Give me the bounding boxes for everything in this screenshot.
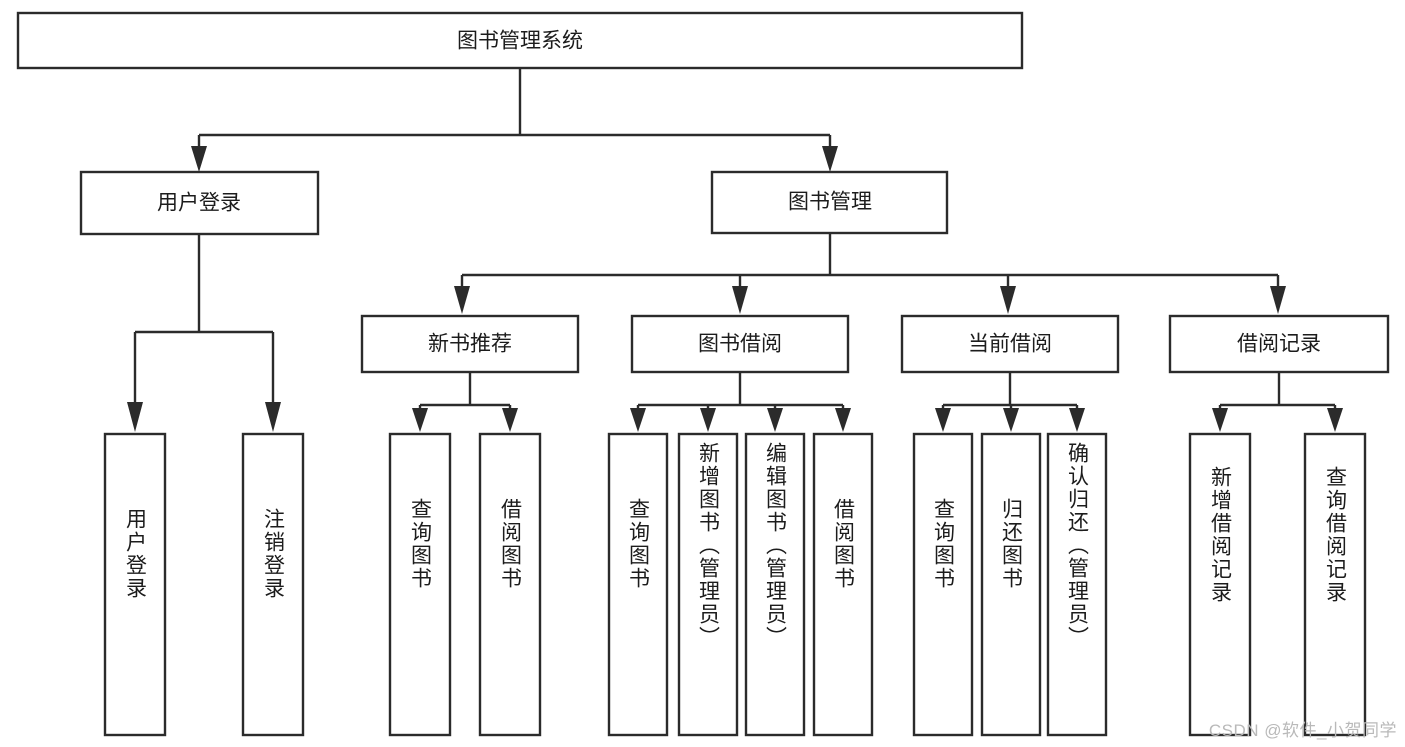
- leaf-box-borrow-book-newbook[interactable]: [478, 432, 542, 737]
- leaf-box-query-book-current[interactable]: [912, 432, 974, 737]
- node-user-login-box[interactable]: [79, 170, 320, 236]
- leaf-box-borrow-book[interactable]: [812, 432, 874, 737]
- arrow-head-leaf-7: [835, 408, 851, 432]
- node-book-management-label: 图书管理: [788, 191, 872, 214]
- node-new-book-recommend-box[interactable]: [360, 314, 580, 374]
- node-book-borrow-label: 图书借阅: [698, 333, 782, 356]
- arrow-head-current: [1000, 286, 1016, 314]
- connectors-group: [127, 68, 1343, 432]
- arrow-head-leaf-0: [127, 402, 143, 432]
- arrow-head-leaf-11: [1212, 408, 1228, 432]
- arrow-head-leaf-5: [700, 408, 716, 432]
- leaf-box-edit-book-admin[interactable]: [744, 432, 806, 737]
- arrow-head-new-book: [454, 286, 470, 314]
- node-book-management-box[interactable]: [710, 170, 949, 235]
- leaf-box-query-borrow-record[interactable]: [1303, 432, 1367, 737]
- arrow-head-leaf-9: [1003, 408, 1019, 432]
- arrow-head-leaf-8: [935, 408, 951, 432]
- leaf-box-logout[interactable]: [241, 432, 305, 737]
- leaf-box-add-borrow-record[interactable]: [1188, 432, 1252, 737]
- arrow-head-leaf-10: [1069, 408, 1085, 432]
- node-current-borrow-box[interactable]: [900, 314, 1120, 374]
- arrow-head-leaf-12: [1327, 408, 1343, 432]
- leaf-box-confirm-return-admin[interactable]: [1046, 432, 1108, 737]
- arrow-head-leaf-6: [767, 408, 783, 432]
- node-book-borrow-box[interactable]: [630, 314, 850, 374]
- arrow-head-book-mgmt: [822, 146, 838, 172]
- arrow-head-leaf-1: [265, 402, 281, 432]
- arrow-head-leaf-2: [412, 408, 428, 432]
- node-borrow-record-box[interactable]: [1168, 314, 1390, 374]
- arrow-head-user-login: [191, 146, 207, 172]
- node-borrow-record-label: 借阅记录: [1237, 333, 1321, 356]
- leaf-box-return-book[interactable]: [980, 432, 1042, 737]
- node-user-login-label: 用户登录: [157, 192, 241, 215]
- arrow-head-leaf-4: [630, 408, 646, 432]
- nodes-group: 图书管理系统 用户登录 图书管理 新书推荐 图书借阅 当前借阅 借阅记录: [16, 11, 1390, 737]
- node-new-book-recommend-label: 新书推荐: [428, 333, 512, 356]
- arrow-head-record: [1270, 286, 1286, 314]
- node-root-box[interactable]: [16, 11, 1024, 70]
- arrow-head-leaf-3: [502, 408, 518, 432]
- leaf-box-add-book-admin[interactable]: [677, 432, 739, 737]
- arrow-head-borrow: [732, 286, 748, 314]
- node-current-borrow-label: 当前借阅: [968, 333, 1052, 356]
- csdn-watermark: CSDN @软件_小贺同学: [1208, 721, 1397, 740]
- leaf-box-query-book-borrow[interactable]: [607, 432, 669, 737]
- leaf-box-user-login[interactable]: [103, 432, 167, 737]
- leaf-box-query-book-newbook[interactable]: [388, 432, 452, 737]
- node-root-label: 图书管理系统: [457, 30, 583, 53]
